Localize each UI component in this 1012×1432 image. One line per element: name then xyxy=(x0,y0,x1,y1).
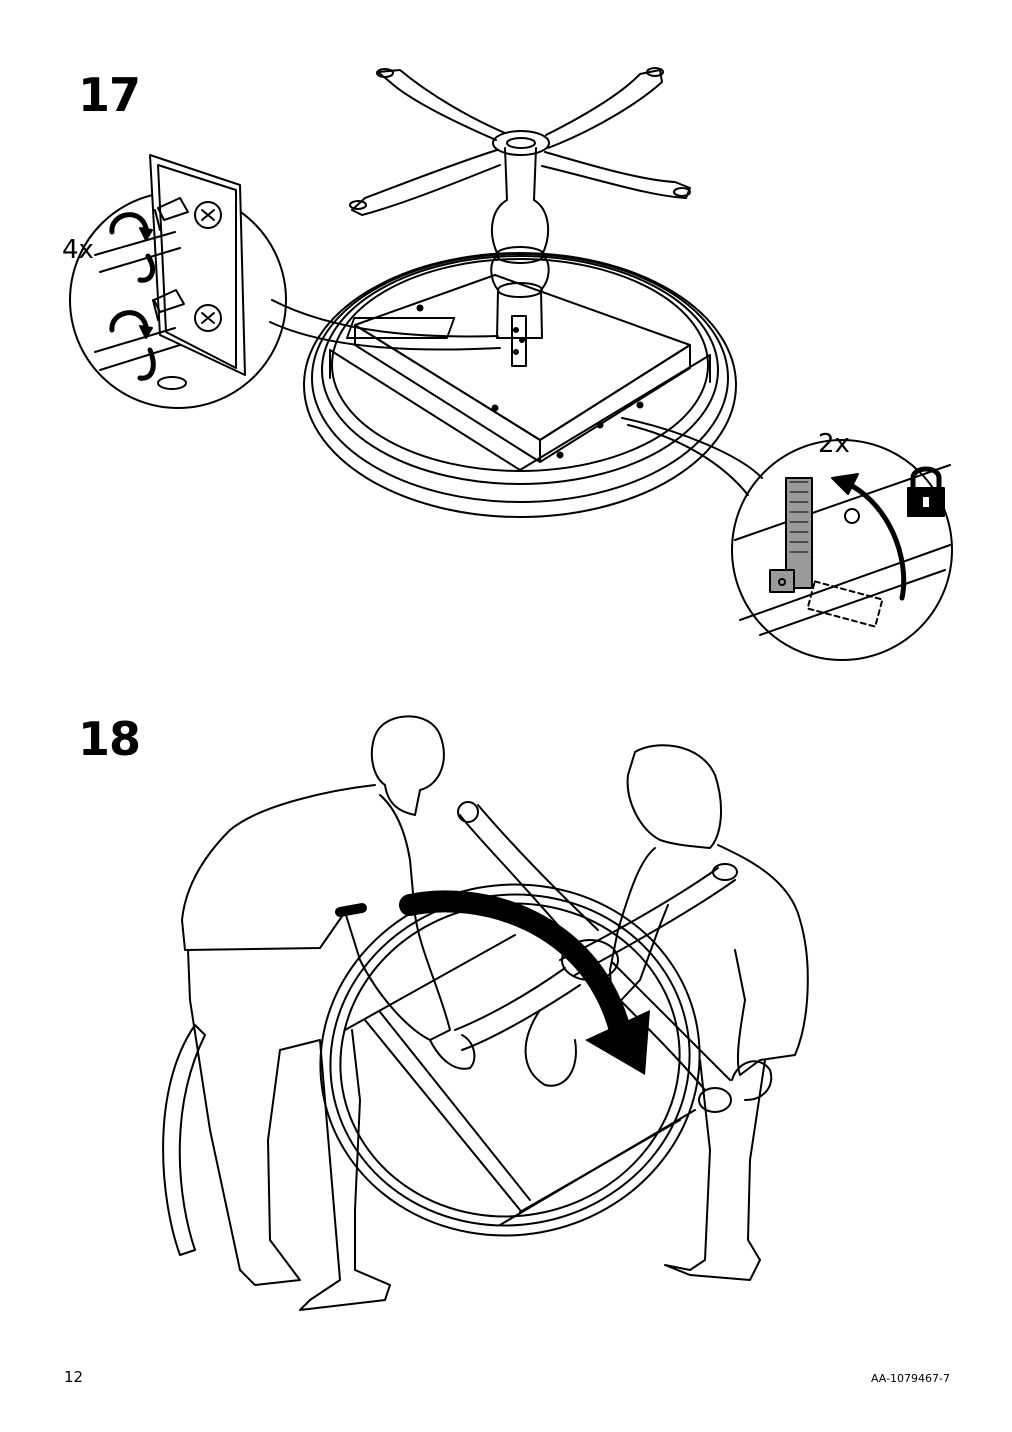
step-17-number: 17 xyxy=(78,68,141,122)
man-figure xyxy=(181,715,476,1311)
table-frame xyxy=(329,274,711,471)
flipped-table-top xyxy=(319,883,701,1237)
flip-direction-arrow xyxy=(335,890,650,1075)
step-17-illustration: 4x 2x xyxy=(62,67,953,661)
screw-quantity-label: 4x xyxy=(62,235,94,265)
pedestal-column xyxy=(345,130,550,367)
screw-detail-callout xyxy=(69,154,501,409)
latch-detail-callout xyxy=(621,417,953,661)
pedestal-legs-18 xyxy=(454,801,738,1113)
padlock-icon xyxy=(907,466,945,517)
document-number: AA-1079467-7 xyxy=(870,1372,950,1385)
motion-arc xyxy=(162,1024,206,1256)
pedestal-legs xyxy=(349,67,691,216)
woman-figure xyxy=(609,744,809,1281)
table-top-ring xyxy=(303,252,737,518)
step-18-number: 18 xyxy=(78,712,141,766)
latch-quantity-label: 2x xyxy=(818,429,850,459)
page-number: 12 xyxy=(64,1368,84,1386)
